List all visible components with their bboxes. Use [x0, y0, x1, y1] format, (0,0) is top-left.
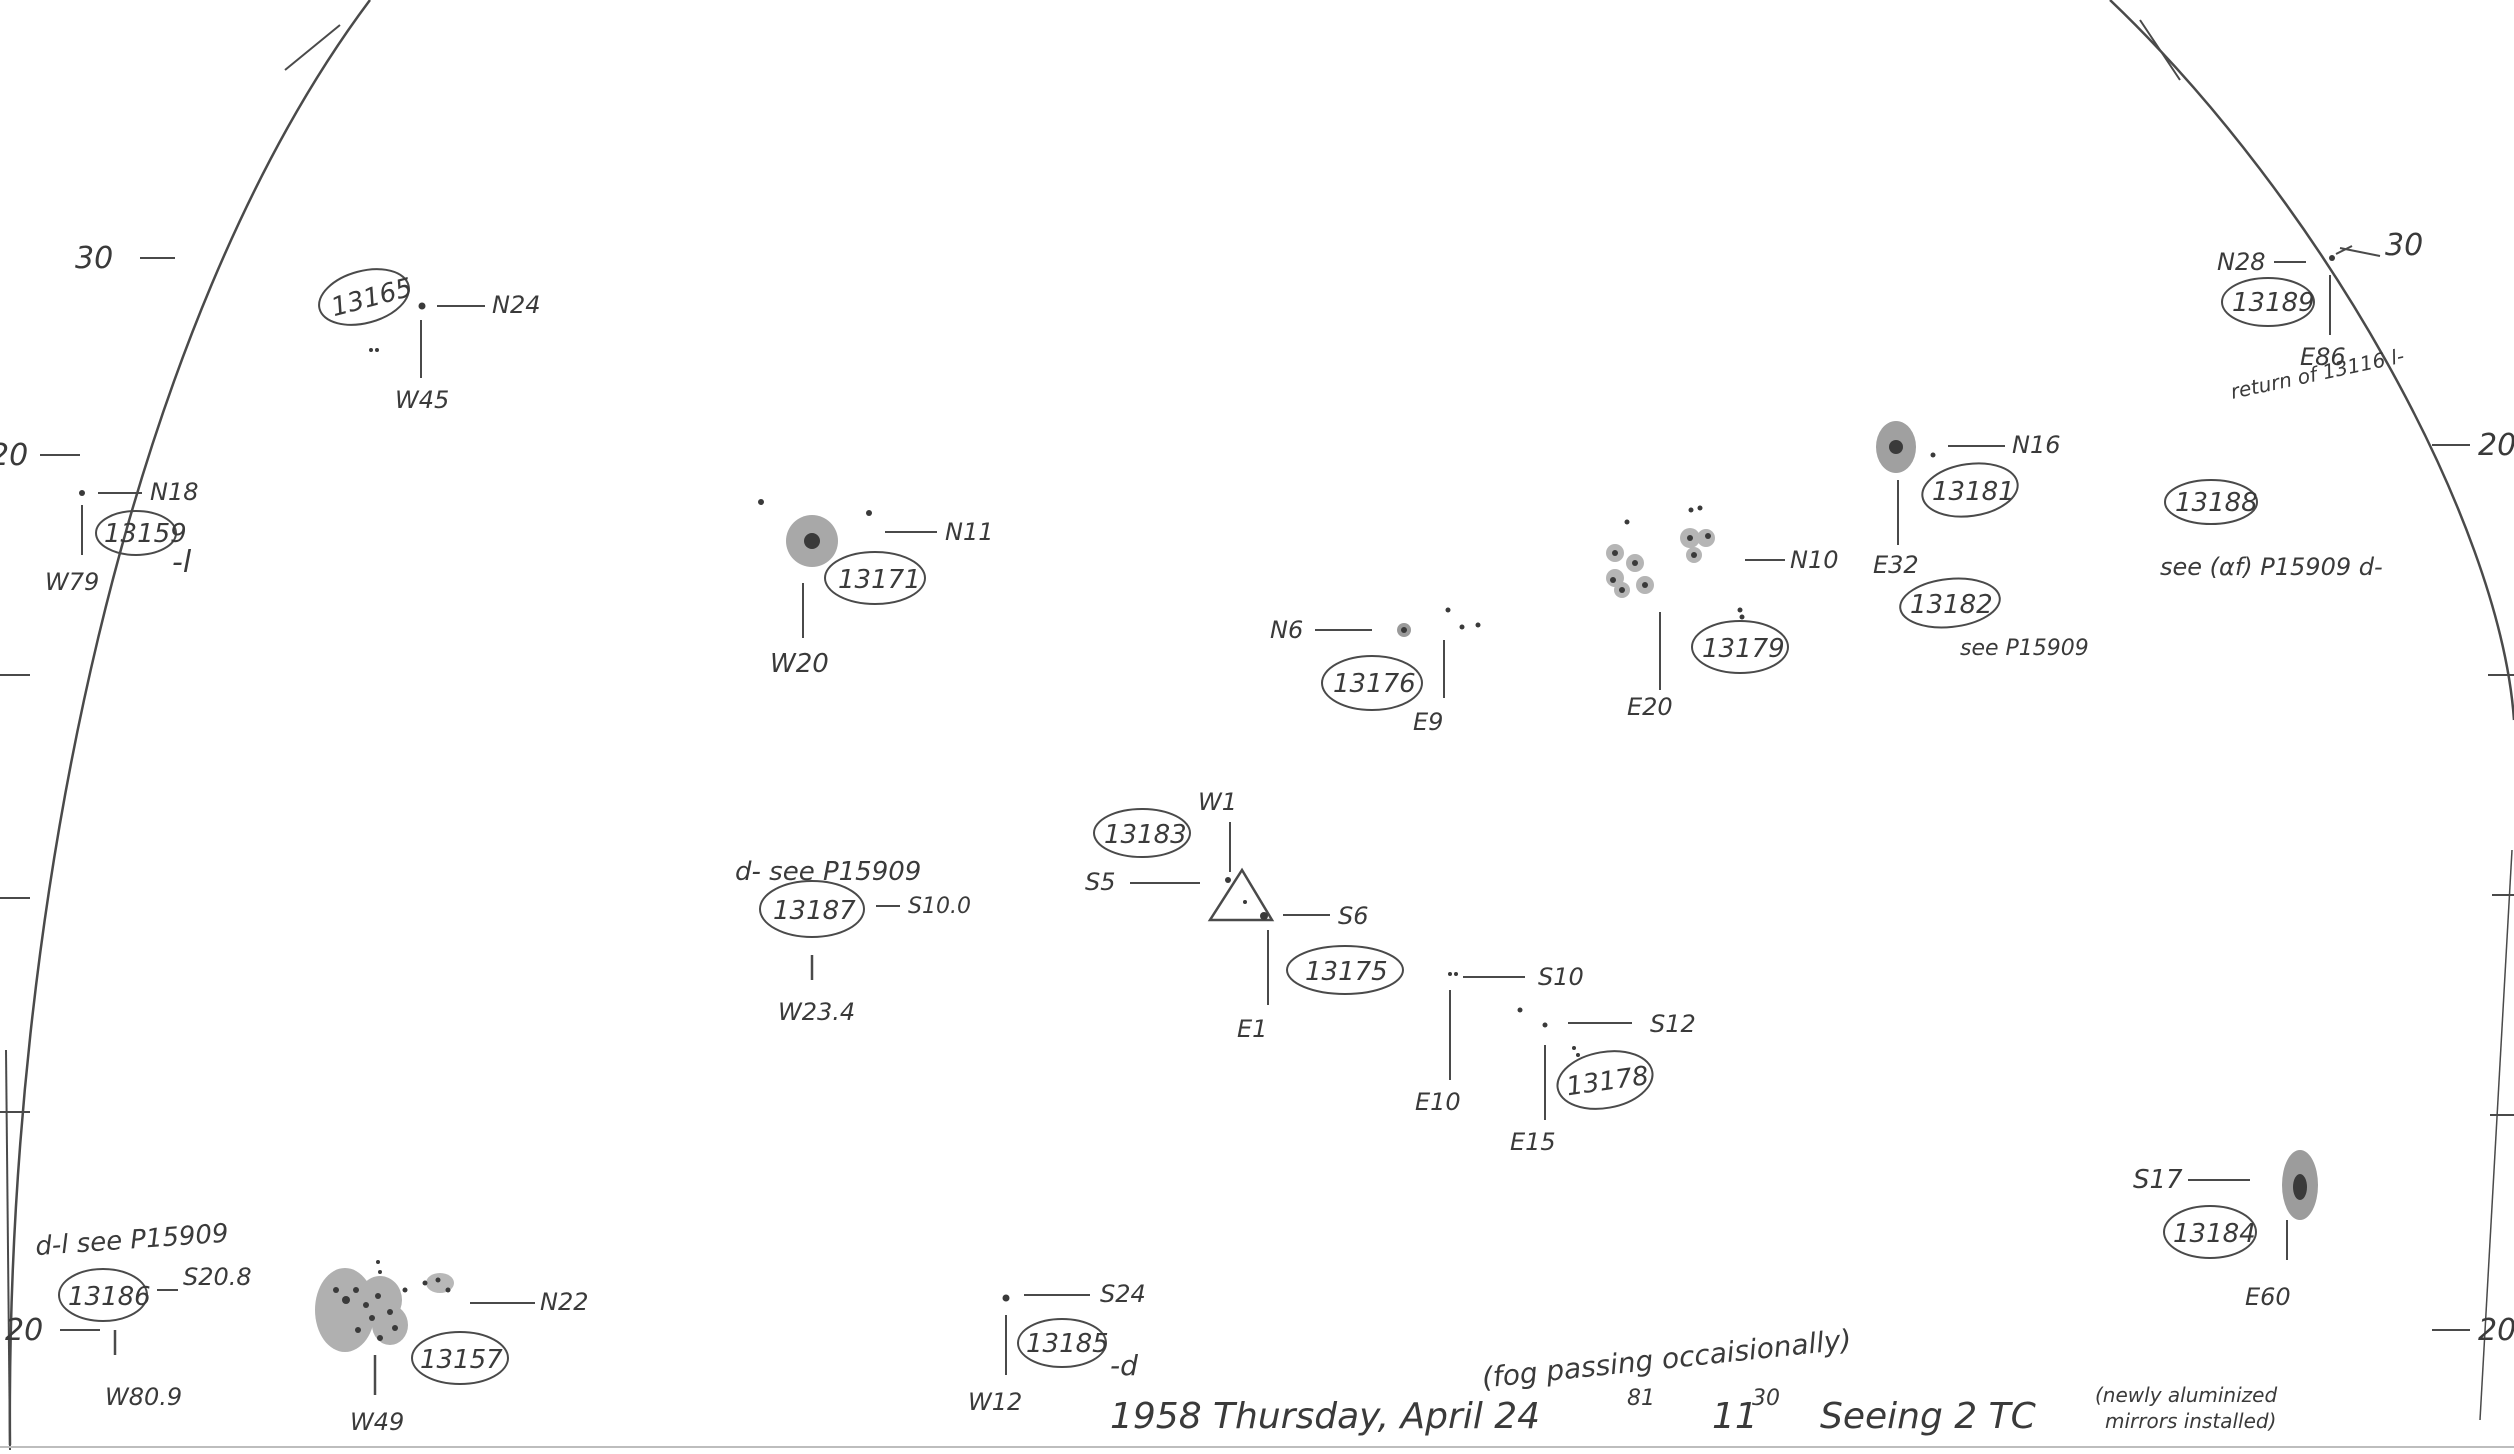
observation-footer: (fog passing occaisionally) 1958 Thursda… [1110, 1323, 2277, 1437]
group-13181: N16 E32 13181 [1873, 421, 2061, 579]
group-number: 13157 [420, 1345, 503, 1375]
group-number: 13185 [1026, 1329, 1109, 1359]
date-line: 1958 Thursday, April 24 [1110, 1396, 1540, 1437]
top-right-mark [2139, 19, 2181, 81]
seeing-note: Seeing 2 TC [1820, 1396, 2037, 1437]
tick-label: 20 [5, 1313, 43, 1348]
offset-label: E10 [1415, 1088, 1461, 1116]
tick-label: 20 [2478, 1313, 2514, 1348]
offset-label: E15 [1510, 1128, 1556, 1156]
group-13187: d- see P15909 13187 S10.0 W23.4 [735, 857, 971, 1026]
group-13157: N22 13157 W49 [315, 1260, 589, 1436]
solar-limb-arc [8, 0, 2514, 1446]
offset-label: S6 [1338, 902, 1369, 930]
tick-label: 30 [75, 241, 113, 276]
group-note: -l [172, 545, 192, 580]
offset-label: W12 [968, 1388, 1022, 1416]
observation-time: 11 [1712, 1396, 1758, 1437]
offset-label: N6 [1270, 616, 1303, 644]
group-number: 13179 [1702, 634, 1785, 664]
tick-label: 20 [2478, 428, 2514, 463]
group-number: 13159 [104, 519, 187, 549]
group-number: 13184 [2173, 1219, 2256, 1249]
group-number: 13188 [2175, 488, 2258, 518]
offset-label: E1 [1237, 1015, 1267, 1043]
limb-edge-right [2479, 849, 2513, 1421]
offset-label: S20.8 [183, 1263, 252, 1291]
group-13165: 13165 N24 W45 [318, 268, 541, 414]
group-13159: N18 13159 W79 -l [45, 478, 199, 596]
offset-label: E20 [1627, 693, 1673, 721]
offset-label: W20 [770, 649, 829, 679]
group-13178: S10 E10 S12 13178 E15 [1415, 963, 1696, 1156]
group-number: 13186 [68, 1282, 151, 1312]
limb-edge-left [5, 1049, 11, 1451]
offset-label: W49 [350, 1408, 404, 1436]
offset-label: S10 [1538, 963, 1584, 991]
group-13179: N10 E20 13179 [1606, 505, 1839, 721]
top-left-mark [284, 24, 341, 71]
offset-label: W1 [1198, 788, 1237, 816]
group-13171: N11 13171 W20 [758, 499, 994, 679]
group-number: 13182 [1910, 590, 1993, 620]
offset-label: N28 [2217, 248, 2266, 276]
tick-label: 20 [0, 438, 28, 473]
group-13183: 13183 W1 S5 [1085, 788, 1275, 922]
offset-label: E9 [1413, 708, 1443, 736]
offset-label: S17 [2133, 1165, 2183, 1195]
group-number: 13175 [1305, 957, 1388, 987]
group-13176: N6 13176 E9 [1270, 607, 1481, 736]
group-note: see (αf) P15909 d- [2160, 553, 2383, 581]
date-superscript: 81 [1627, 1386, 1655, 1411]
offset-label: N10 [1790, 546, 1839, 574]
triangle-marker [1207, 867, 1275, 922]
offset-label: S24 [1100, 1280, 1146, 1308]
offset-label: W45 [395, 386, 449, 414]
tick-label: 30 [2385, 228, 2423, 263]
offset-label: N22 [540, 1288, 589, 1316]
group-number: 13183 [1104, 820, 1187, 850]
group-number: 13189 [2232, 288, 2315, 318]
fog-note: (fog passing occaisionally) [1480, 1323, 1853, 1395]
group-number: 13181 [1932, 477, 2015, 507]
group-number: 13176 [1333, 669, 1416, 699]
group-number: 13187 [773, 896, 856, 926]
offset-label: W80.9 [105, 1383, 182, 1411]
offset-label: N11 [945, 518, 994, 546]
offset-label: E86 [2300, 343, 2346, 371]
group-number: 13165 [328, 273, 416, 323]
offset-label: N16 [2012, 431, 2061, 459]
group-13175: S6 13175 E1 [1237, 902, 1404, 1043]
group-13182: 13182 see P15909 [1899, 577, 2089, 661]
group-13186: d-l see P15909 13186 S20.8 W80.9 [34, 1219, 251, 1411]
group-13184: S17 13184 E60 [2133, 1150, 2318, 1311]
mirror-note-line-1: (newly aluminized [2095, 1383, 2277, 1407]
group-note: -d [1110, 1349, 1138, 1382]
offset-label: S12 [1650, 1010, 1696, 1038]
offset-label: N24 [492, 291, 541, 319]
time-superscript: 30 [1752, 1386, 1780, 1411]
group-13185: S24 13185 -d W12 [968, 1280, 1146, 1416]
offset-label: N18 [150, 478, 199, 506]
offset-label: W23.4 [778, 998, 855, 1026]
offset-label: S10.0 [908, 894, 971, 919]
group-13188: 13188 see (αf) P15909 d- [2160, 479, 2383, 581]
offset-label: E32 [1873, 551, 1919, 579]
offset-label: E60 [2245, 1283, 2291, 1311]
group-13189: N28 13189 E86 return of 13116 l- [2217, 245, 2406, 404]
group-note: see P15909 [1960, 636, 2089, 661]
offset-label: W79 [45, 568, 99, 596]
limb-ticks: 30 20 20 20 20 30 [0, 228, 2514, 1348]
group-number: 13171 [838, 565, 921, 595]
mirror-note-line-2: mirrors installed) [2105, 1409, 2276, 1433]
group-note: d-l see P15909 [34, 1219, 229, 1262]
offset-label: S5 [1085, 868, 1116, 896]
